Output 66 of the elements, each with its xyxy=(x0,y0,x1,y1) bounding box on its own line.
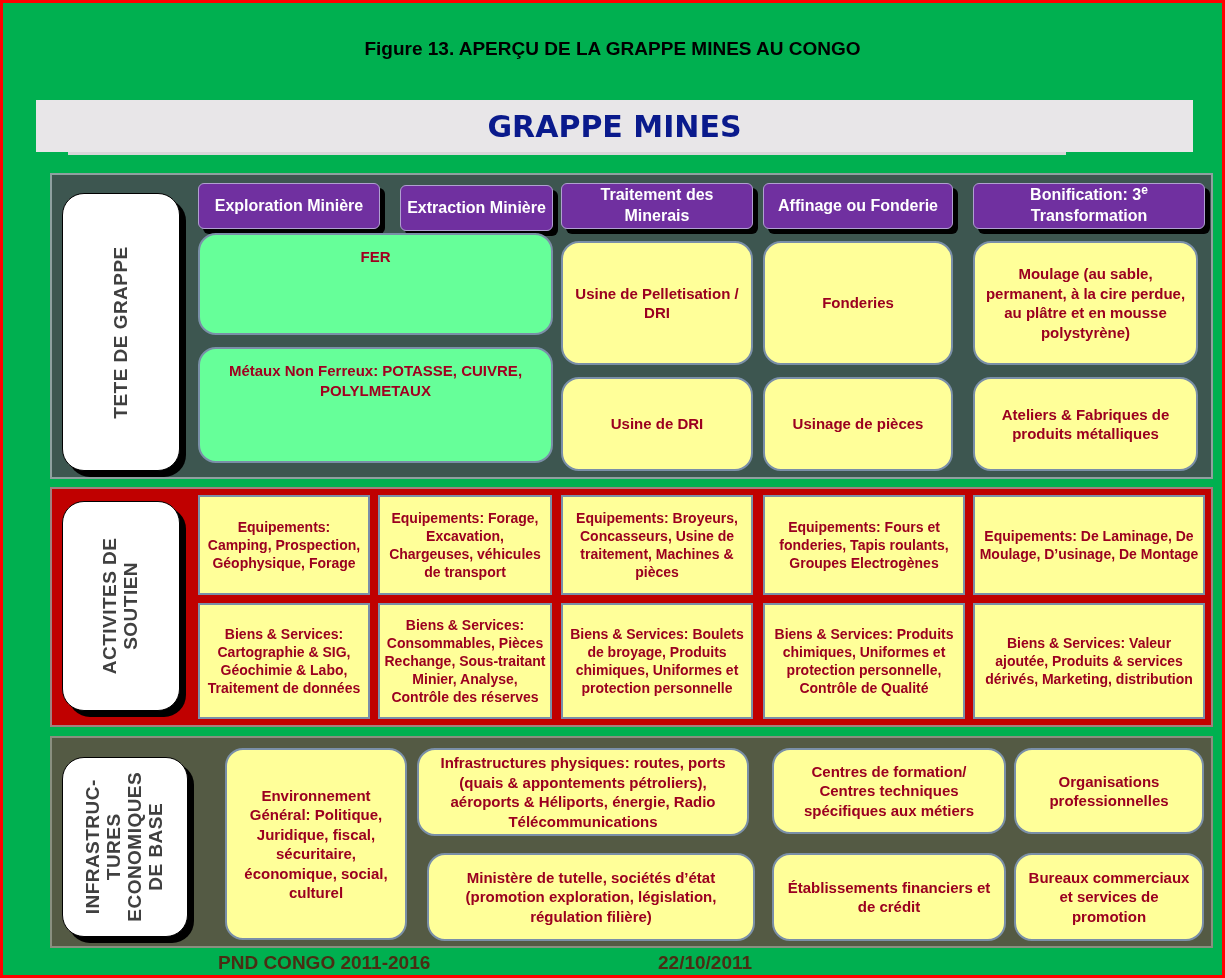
cluster-box xyxy=(1014,748,1204,834)
section-band xyxy=(50,736,1213,948)
banner-title: GRAPPE MINES xyxy=(487,107,742,146)
activity-box xyxy=(378,495,552,595)
activity-text: Equipements: Camping, Prospection, Géophysique, Forage xyxy=(206,517,362,573)
activity-box xyxy=(763,495,965,595)
section-band xyxy=(50,487,1213,727)
cluster-text: Établissements financiers et de crédit xyxy=(786,877,992,917)
activity-text: Biens & Services: Cartographie & SIG, Géochimie & Labo, Traitement de données xyxy=(206,624,362,698)
cluster-box xyxy=(198,347,553,463)
activity-text: Biens & Services: Valeur ajoutée, Produits & services dérivés, Marketing, distribution xyxy=(984,633,1194,689)
cluster-box xyxy=(198,233,553,335)
stage-name: Traitement des Minerais xyxy=(599,185,715,226)
cluster-box xyxy=(427,853,755,941)
footer-note: PND CONGO 2011-2016 xyxy=(218,951,431,975)
activity-text: Biens & Services: Boulets de broyage, Produits chimiques, Uniformes et protection personnelle xyxy=(569,624,745,698)
cluster-text: Organisations professionnelles xyxy=(1048,771,1170,811)
activity-box xyxy=(763,603,965,719)
activity-box xyxy=(198,495,370,595)
cluster-box xyxy=(973,377,1198,471)
cluster-text: Usine de DRI xyxy=(610,414,704,434)
activity-box xyxy=(561,495,753,595)
cluster-text: Environnement Général: Politique, Juridique, fiscal, sécuritaire, économique, social, culturel xyxy=(243,785,389,903)
activity-box xyxy=(561,603,753,719)
cluster-box xyxy=(973,241,1198,365)
activity-text: Biens & Services: Produits chimiques, Uniformes et protection personnelle, Contrôle de Qualité xyxy=(773,624,955,698)
cluster-text: Métaux Non Ferreux: POTASSE, CUIVRE, POLYLMETAUX xyxy=(227,361,524,400)
cluster-text: FER xyxy=(360,247,391,267)
cluster-box xyxy=(772,853,1006,941)
cluster-text: Ateliers & Fabriques de produits métalliques xyxy=(1000,404,1171,444)
section-label: TETE DE GRAPPE xyxy=(110,244,132,421)
activity-text: Biens & Services: Consommables, Pièces Rechange, Sous-traitant Minier, Analyse, Contrôle des réserves xyxy=(384,615,546,707)
activity-box xyxy=(973,495,1205,595)
cluster-box xyxy=(1014,853,1204,941)
figure-title: Figure 13. APERÇU DE LA GRAPPE MINES AU CONGO xyxy=(363,37,862,61)
activity-text: Equipements: Forage, Excavation, Chargeuses, véhicules de transport xyxy=(388,508,542,582)
title-banner xyxy=(36,100,1193,152)
stage-name: Bonification: 3$^{e}$ Transformation xyxy=(1029,185,1149,226)
activity-box xyxy=(378,603,552,719)
activity-text: Equipements: De Laminage, De Moulage, D’usinage, De Montage xyxy=(979,526,1199,564)
cluster-text: Bureaux commerciaux et services de promotion xyxy=(1027,867,1191,927)
section-label: ACTIVITES DE SOUTIEN xyxy=(100,536,142,677)
activity-text: Equipements: Broyeurs, Concasseurs, Usine de traitement, Machines & pièces xyxy=(575,508,739,582)
activity-text: Equipements: Fours et fonderies, Tapis roulants, Groupes Electrogènes xyxy=(778,517,950,573)
activity-box xyxy=(198,603,370,719)
cluster-text: Moulage (au sable, permanent, à la cire perdue, au plâtre et en mousse polystyrène) xyxy=(984,264,1187,342)
cluster-box xyxy=(772,748,1006,834)
cluster-text: Fonderies xyxy=(822,293,894,313)
footer-note: 22/10/2011 xyxy=(658,951,753,975)
cluster-box xyxy=(763,241,953,365)
section-label: INFRASTRUC- TURES ECONOMIQUES DE BASE xyxy=(83,771,167,924)
cluster-box xyxy=(561,241,753,365)
cluster-box xyxy=(763,377,953,471)
cluster-box xyxy=(417,748,749,836)
stage-name: Affinage ou Fonderie xyxy=(778,195,938,216)
cluster-text: Usinage de pièces xyxy=(792,414,924,434)
cluster-text: Infrastructures physiques: routes, ports (quais & appontements pétroliers), aéroports & Héliports, énergie, Radio Télécommunications xyxy=(439,753,727,831)
cluster-text: Centres de formation/ Centres techniques spécifiques aux métiers xyxy=(802,761,976,821)
cluster-box xyxy=(561,377,753,471)
activity-box xyxy=(973,603,1205,719)
cluster-box xyxy=(225,748,407,940)
stage-name: Exploration Minière xyxy=(214,195,364,216)
cluster-text: Ministère de tutelle, sociétés d’état (promotion exploration, législation, régulation filière) xyxy=(464,867,718,927)
section-band xyxy=(50,173,1213,479)
stage-name: Extraction Minière xyxy=(407,197,546,218)
cluster-text: Usine de Pelletisation / DRI xyxy=(574,283,740,323)
